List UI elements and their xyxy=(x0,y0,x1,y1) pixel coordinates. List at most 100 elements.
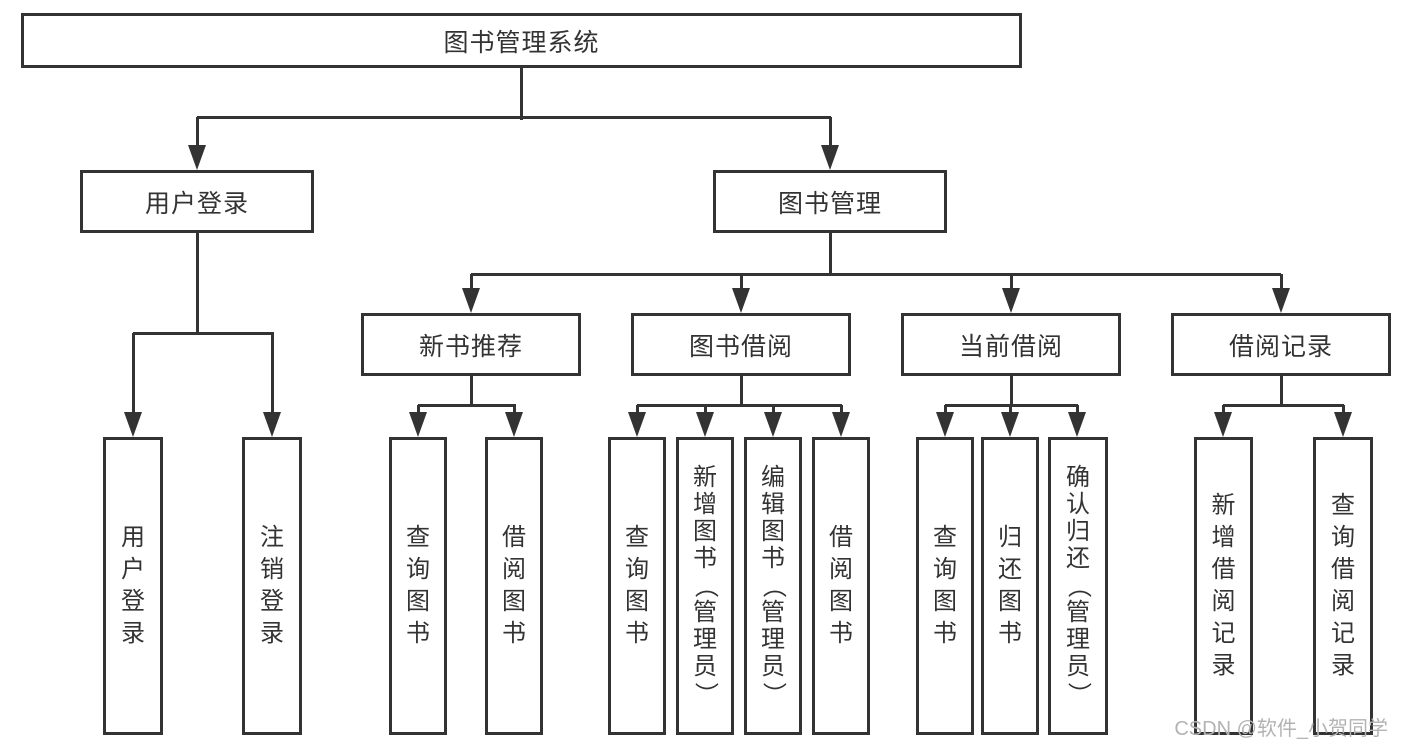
vertical-char: 询 xyxy=(625,556,649,583)
arrow-down-icon xyxy=(1272,288,1290,313)
vertical-char: 理 xyxy=(761,626,785,653)
vertical-char: 书 xyxy=(625,620,649,647)
vertical-char: 图 xyxy=(502,588,526,615)
node-current-borrowing: 当前借阅 xyxy=(901,313,1121,376)
vertical-char: 借 xyxy=(1331,556,1355,583)
connector-line xyxy=(418,403,516,407)
vertical-char: 管 xyxy=(693,599,717,626)
connector-line xyxy=(469,274,473,292)
arrow-down-icon xyxy=(936,412,954,437)
vertical-char: （ xyxy=(1065,574,1092,598)
connector-line xyxy=(945,403,1078,407)
arrow-down-icon xyxy=(188,145,206,170)
vertical-char: 借 xyxy=(1211,556,1236,583)
connector-line xyxy=(1008,405,1012,416)
connector-line xyxy=(1075,405,1079,416)
connector-line xyxy=(416,405,420,416)
vertical-char: 辑 xyxy=(761,491,785,518)
node-library-management-system: 图书管理系统 xyxy=(21,13,1022,68)
vertical-char: 借 xyxy=(502,524,526,551)
vertical-char: 录 xyxy=(260,620,284,647)
connector-line xyxy=(519,68,523,120)
vertical-char: 图 xyxy=(829,588,853,615)
node-book-borrowing: 图书借阅 xyxy=(631,313,851,376)
vertical-char: 阅 xyxy=(1331,588,1355,615)
vertical-char: 编 xyxy=(761,464,785,491)
vertical-char: （ xyxy=(692,574,719,598)
vertical-char: （ xyxy=(760,574,787,598)
arrow-down-icon xyxy=(409,412,427,437)
vertical-char: 还 xyxy=(998,556,1022,583)
vertical-char: ） xyxy=(760,682,787,706)
vertical-char: 理 xyxy=(693,626,717,653)
connector-line xyxy=(637,403,842,407)
vertical-char: 录 xyxy=(121,620,145,647)
leaf-confirm-return-admin: 确认归还（管理员） xyxy=(1048,437,1108,735)
arrow-down-icon xyxy=(696,412,714,437)
connector-line xyxy=(1009,374,1013,407)
connector-line xyxy=(739,374,743,407)
leaf-borrow-books-1: 借阅图书 xyxy=(485,437,543,735)
vertical-char: 图 xyxy=(761,518,785,545)
connector-line xyxy=(1279,274,1283,292)
vertical-char: 图 xyxy=(625,588,649,615)
connector-line xyxy=(195,117,199,151)
vertical-char: 图 xyxy=(406,588,430,615)
vertical-char: 书 xyxy=(406,620,430,647)
vertical-char: 新 xyxy=(1211,492,1236,519)
vertical-char: 还 xyxy=(1066,545,1090,572)
node-borrowing-records: 借阅记录 xyxy=(1171,313,1391,376)
connector-line xyxy=(1341,405,1345,416)
arrow-down-icon xyxy=(764,412,782,437)
leaf-logout-login: 注销登录 xyxy=(242,437,302,735)
leaf-query-borrowing-record: 查询借阅记录 xyxy=(1313,437,1373,735)
arrow-down-icon xyxy=(832,412,850,437)
leaf-user-login: 用户登录 xyxy=(103,437,163,735)
node-user-login: 用户登录 xyxy=(80,170,314,233)
vertical-char: 增 xyxy=(693,491,717,518)
node-new-book-recommendation: 新书推荐 xyxy=(361,313,581,376)
vertical-char: 图 xyxy=(693,518,717,545)
vertical-char: ） xyxy=(1065,682,1092,706)
vertical-char: 管 xyxy=(761,599,785,626)
connector-line xyxy=(469,374,473,407)
vertical-char: 员 xyxy=(761,653,785,680)
vertical-char: 注 xyxy=(260,524,284,551)
vertical-char: 书 xyxy=(502,620,526,647)
vertical-char: 用 xyxy=(121,524,145,551)
arrow-down-icon xyxy=(124,412,142,437)
vertical-char: 户 xyxy=(121,556,145,583)
connector-line xyxy=(1223,403,1344,407)
vertical-char: 询 xyxy=(933,556,957,583)
connector-line xyxy=(197,115,831,119)
vertical-char: 阅 xyxy=(502,556,526,583)
leaf-borrow-books-2: 借阅图书 xyxy=(812,437,870,735)
vertical-char: 登 xyxy=(260,588,284,615)
arrow-down-icon xyxy=(1068,412,1086,437)
connector-line xyxy=(1221,405,1225,416)
vertical-char: 书 xyxy=(693,545,717,572)
vertical-char: 查 xyxy=(1331,492,1355,519)
arrow-down-icon xyxy=(628,412,646,437)
connector-line xyxy=(512,405,516,416)
vertical-char: 书 xyxy=(933,620,957,647)
connector-line xyxy=(1009,274,1013,292)
leaf-add-borrowing-record: 新增借阅记录 xyxy=(1194,437,1253,735)
leaf-query-books-1: 查询图书 xyxy=(389,437,447,735)
arrow-down-icon xyxy=(732,288,750,313)
connector-line xyxy=(133,331,274,335)
vertical-char: 管 xyxy=(1066,599,1090,626)
leaf-edit-books-admin: 编辑图书（管理员） xyxy=(744,437,802,735)
connector-line xyxy=(828,117,832,151)
vertical-char: 书 xyxy=(998,620,1022,647)
leaf-query-books-2: 查询图书 xyxy=(608,437,666,735)
connector-line xyxy=(270,333,274,413)
connector-line xyxy=(195,231,199,335)
vertical-char: 书 xyxy=(829,620,853,647)
vertical-char: 员 xyxy=(693,653,717,680)
arrow-down-icon xyxy=(1334,412,1352,437)
connector-line xyxy=(828,231,832,276)
vertical-char: 书 xyxy=(761,545,785,572)
vertical-char: 查 xyxy=(406,524,430,551)
